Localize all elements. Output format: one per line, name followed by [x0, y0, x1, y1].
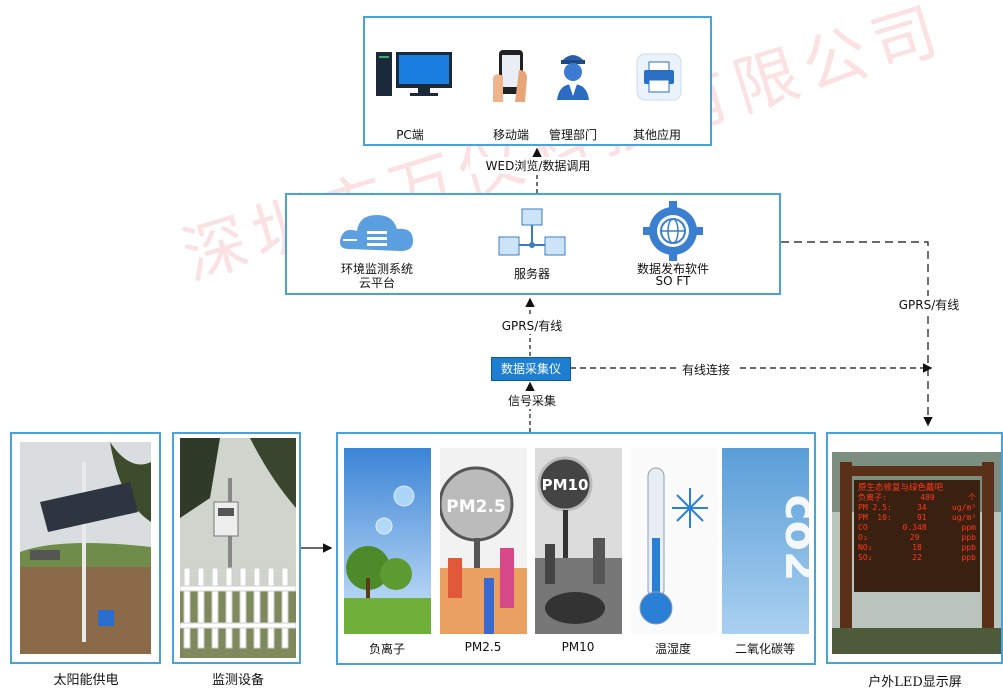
- led-title: 原生态修复与绿色戴吧: [858, 483, 944, 493]
- monitor-caption: 监测设备: [211, 673, 264, 688]
- client-label-pc: PC端: [396, 128, 424, 142]
- led-row-unit: ug/m³: [951, 503, 976, 512]
- monitor-photo-frame: [172, 432, 301, 664]
- gear-globe-icon: [643, 201, 703, 261]
- solar-caption: 太阳能供电: [53, 673, 119, 688]
- admin-icon: [557, 55, 589, 100]
- led-row: CO 0.348 ppm: [858, 523, 976, 533]
- sensor-label-temp-humidity: 温湿度: [654, 642, 691, 656]
- led-row-value: 489: [920, 493, 935, 502]
- led-row-name: NO₂: [858, 543, 873, 552]
- link-signal-label: 信号采集: [504, 392, 560, 409]
- led-row: PM 10: 91 ug/m³: [858, 513, 976, 523]
- led-row-unit: ug/m³: [951, 513, 976, 522]
- sensor-tile-temp-humidity: [630, 448, 717, 634]
- led-row-unit: ppb: [961, 543, 976, 552]
- led-row: O₃ 29 ppb: [858, 533, 976, 543]
- sensor-label-negative-ion: 负离子: [368, 642, 405, 656]
- platform-label-server: 服务器: [513, 267, 550, 281]
- solar-photo-frame: [10, 432, 161, 664]
- co2-tile-text: co2: [775, 495, 809, 582]
- led-row-value: 0.348: [902, 523, 927, 532]
- link-gprs-right-label: GPRS/有线: [894, 296, 964, 313]
- led-row-unit: 个: [968, 493, 976, 502]
- client-label-admin: 管理部门: [548, 128, 597, 142]
- pm25-tile-text: PM2.5: [446, 497, 506, 517]
- led-caption: 户外LED显示屏: [868, 675, 962, 690]
- pc-icon: [376, 52, 452, 96]
- led-row-name: PM 10:: [858, 513, 892, 522]
- led-row-name: O₃: [858, 533, 868, 542]
- led-screen-photo: 原生态修复与绿色戴吧 负离子: 489 个 PM 2.5: 34 ug/m³ PM 10: 9…: [832, 452, 1001, 654]
- client-label-other: 其他应用: [632, 128, 681, 142]
- server-icon: [498, 208, 566, 256]
- sensor-label-pm25: PM2.5: [464, 640, 502, 654]
- sensor-tile-negative-ion: [344, 448, 431, 634]
- link-gprs-center-label: GPRS/有线: [497, 317, 567, 334]
- platform-label-cloud-2: 云平台: [358, 276, 395, 290]
- led-row-value: 29: [909, 533, 920, 542]
- client-label-mobile: 移动端: [492, 128, 529, 142]
- cloud-icon: [340, 215, 413, 251]
- printer-icon: [636, 53, 682, 101]
- led-row-unit: ppb: [961, 533, 976, 542]
- led-screen-frame: 原生态修复与绿色戴吧 负离子: 489 个 PM 2.5: 34 ug/m³ PM 10: 9…: [826, 432, 1003, 664]
- sensor-tile-pm10: PM10: [535, 448, 622, 634]
- led-row-name: PM 2.5:: [858, 503, 892, 512]
- led-row-unit: ppb: [961, 553, 976, 562]
- link-wired-label: 有线连接: [676, 361, 736, 378]
- platform-label-software: 数据发布软件: [636, 262, 709, 276]
- led-row-name: CO: [858, 523, 868, 532]
- platform-panel: 环境监测系统 云平台 服务器 数据发布软件 SO FT: [285, 193, 781, 295]
- pm10-tile-text: PM10: [542, 476, 589, 494]
- led-row-value: 91: [916, 513, 927, 522]
- led-row: NO₂ 18 ppb: [858, 543, 976, 553]
- sensor-tile-co2: co2: [722, 448, 809, 634]
- led-row: PM 2.5: 34 ug/m³: [858, 503, 976, 513]
- platform-label-cloud: 环境监测系统: [340, 262, 413, 276]
- led-row: 负离子: 489 个: [858, 493, 976, 503]
- platform-label-software-2: SO FT: [655, 274, 691, 288]
- monitor-photo: [180, 438, 296, 658]
- led-row: SO₂ 22 ppb: [858, 553, 976, 563]
- led-rows: 负离子: 489 个 PM 2.5: 34 ug/m³ PM 10: 91 ug/m³ CO 0.3…: [858, 493, 976, 563]
- sensor-tile-pm25: PM2.5: [440, 448, 527, 634]
- arrow-gprs-right: [781, 241, 933, 427]
- mobile-icon: [493, 50, 527, 102]
- led-row-unit: ppm: [961, 523, 976, 532]
- led-row-name: SO₂: [858, 553, 873, 562]
- sensor-label-co2: 二氧化碳等: [734, 642, 795, 656]
- data-collector: 数据采集仪: [491, 357, 571, 381]
- led-row-value: 34: [916, 503, 927, 512]
- led-row-name: 负离子:: [858, 493, 887, 502]
- client-panel: PC端 移动端 管理部门 其他应用: [363, 16, 712, 146]
- link-web-label: WED浏览/数据调用: [470, 157, 606, 174]
- solar-photo: [20, 442, 151, 654]
- led-row-value: 22: [912, 553, 922, 562]
- led-row-value: 18: [912, 543, 922, 552]
- sensor-label-pm10: PM10: [561, 640, 595, 654]
